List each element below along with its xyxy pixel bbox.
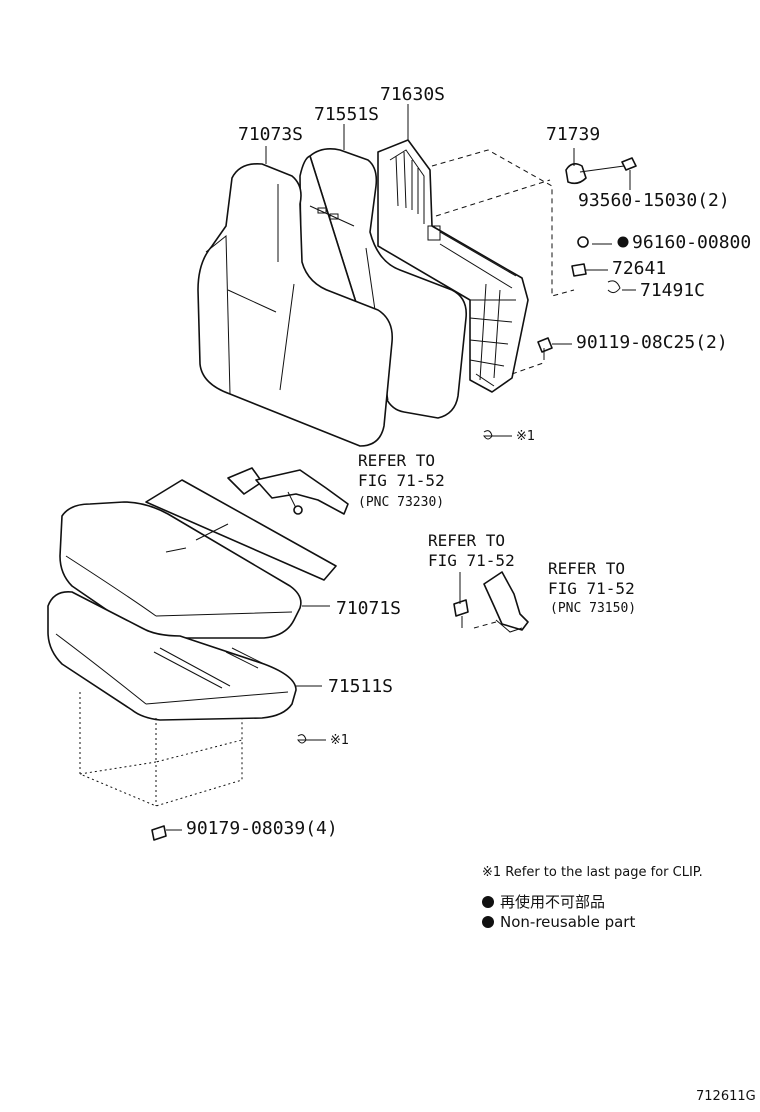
label-71071S: 71071S [336,598,401,619]
label-71551S: 71551S [314,104,379,125]
hardware-upper [537,157,637,360]
belt-buckle-upper [227,467,349,515]
label-90179: 90179-08039(4) [186,818,338,839]
ref3-line1: REFER TO [548,559,625,578]
label-71073S: 71073S [238,124,303,145]
label-71511S: 71511S [328,676,393,697]
bolt-bottom-icon [151,825,167,841]
ref2-line1: REFER TO [428,531,505,550]
ref3-line2: FIG 71-52 [548,579,635,598]
upper-dashed-guides [431,149,575,375]
non-reusable-marker-icon [617,236,629,248]
ref1-line2: FIG 71-52 [358,471,445,490]
seat-cushion-cover [59,479,337,639]
label-90119: 90119-08C25(2) [576,332,728,353]
leader-lines [166,104,636,831]
clip-icon-upper [483,430,512,440]
legend-bullet-icon [482,896,494,908]
belt-buckle-lower [453,571,529,633]
clip-icon-lower [297,734,326,744]
seat-cushion-pad [47,590,297,721]
label-72641: 72641 [612,258,666,279]
clip-mark-lower: ※1 [330,733,349,748]
bolt-icon [621,157,637,171]
ref1-line3: (PNC 73230) [358,495,444,510]
bolt-lower-icon [537,337,553,353]
label-71630S: 71630S [380,84,445,105]
label-93560: 93560-15030(2) [578,190,730,211]
ref1-line1: REFER TO [358,451,435,470]
figure-id: 712611G [696,1089,756,1104]
washer-icon [577,236,589,248]
legend-en: Non-reusable part [500,913,635,931]
grommet-icon [565,162,587,185]
label-71739: 71739 [546,124,600,145]
legend-jp: 再使用不可部品 [500,893,605,911]
clip-note: ※1 Refer to the last page for CLIP. [482,865,703,880]
legend-bullet-icon [482,916,494,928]
ref3-line3: (PNC 73150) [550,601,636,616]
clip-mark-upper: ※1 [516,429,535,444]
label-71491C: 71491C [640,280,705,301]
seat-riser-outline [79,692,243,807]
seat-back-cover [197,162,394,447]
bolt-icon-mid [453,599,469,617]
screw-icon [571,263,587,277]
ref2-line2: FIG 71-52 [428,551,515,570]
label-96160: 96160-00800 [632,232,751,253]
